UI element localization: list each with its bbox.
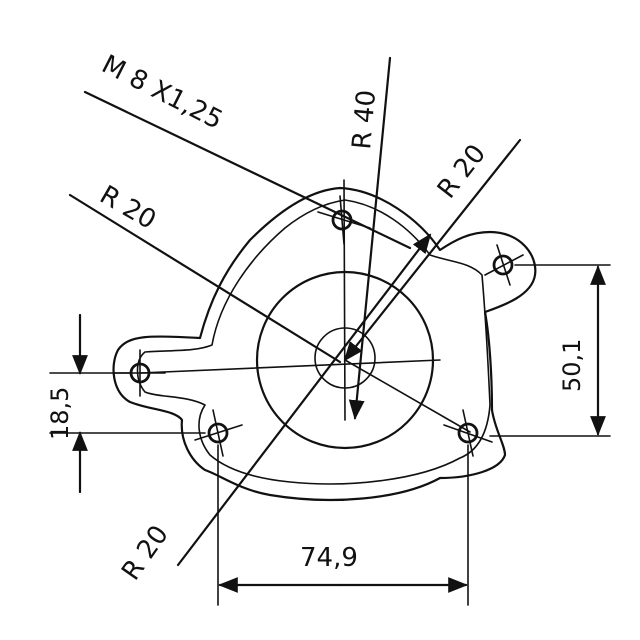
r20-upper-right-leader bbox=[343, 138, 522, 362]
hole-lower-right bbox=[457, 422, 479, 444]
r20-upper-right-label: R 20 bbox=[432, 139, 492, 204]
dim-74-9-label: 74,9 bbox=[300, 543, 358, 573]
dim-50-1-label: 50,1 bbox=[558, 339, 586, 392]
hole-crosshairs bbox=[114, 195, 524, 457]
center-line-vertical bbox=[343, 179, 346, 421]
r20-lower-left-label: R 20 bbox=[116, 520, 175, 586]
thread-leader bbox=[83, 90, 412, 250]
flange-inner-contour bbox=[136, 199, 491, 485]
r20-upper-left-leader bbox=[68, 193, 342, 364]
center-line-horizontal bbox=[139, 359, 441, 374]
r20-lower-left-leader bbox=[176, 233, 432, 567]
r20-upper-left-label: R 20 bbox=[95, 180, 161, 236]
dim-18-5 bbox=[49, 313, 206, 494]
hole-lower-left bbox=[207, 422, 229, 444]
dim-18-5-label: 18,5 bbox=[46, 387, 74, 440]
hole-upper-right bbox=[492, 254, 514, 276]
flange-outline bbox=[112, 186, 537, 501]
thread-label: M 8 X1,25 bbox=[97, 50, 228, 136]
dim-74-9 bbox=[217, 444, 469, 606]
center-line-lower-right bbox=[344, 359, 471, 433]
r40-label: R 40 bbox=[347, 89, 382, 151]
dim-50-1 bbox=[489, 264, 611, 437]
